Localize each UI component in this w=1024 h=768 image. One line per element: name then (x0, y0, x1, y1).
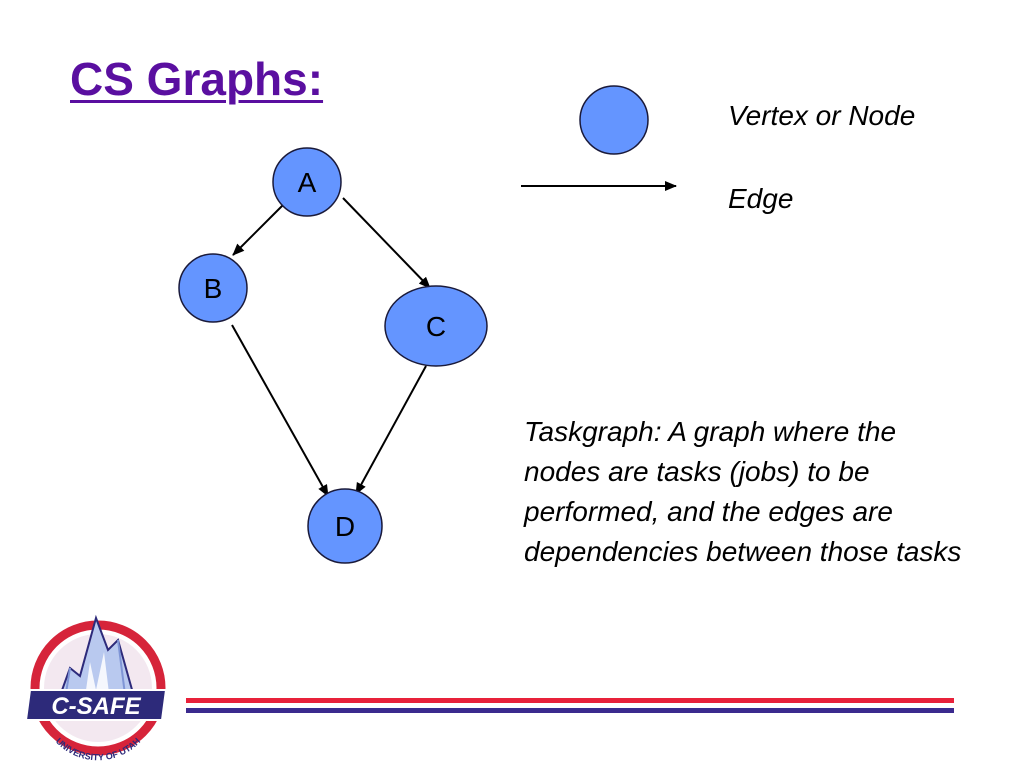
graph-edges (231, 197, 431, 497)
node-d-circle (307, 488, 383, 564)
edge-a-to-c (342, 197, 431, 289)
node-c-label: C (426, 311, 446, 342)
legend-edge-label: Edge (728, 183, 794, 214)
csafe-logo-banner: C-SAFE (24, 689, 168, 721)
csafe-logo-emblem (30, 614, 166, 756)
taskgraph-caption: Taskgraph: A graph where the nodes are t… (524, 416, 962, 567)
node-d: D (307, 488, 383, 564)
node-c: C (384, 285, 488, 367)
node-a-label: A (298, 167, 317, 198)
slide-title: CS Graphs: (70, 53, 324, 105)
csafe-logo-wordmark: C-SAFE (51, 693, 141, 720)
graph-nodes: A B C D (178, 147, 488, 564)
edge-c-to-d (355, 365, 427, 495)
node-c-circle (384, 285, 488, 367)
edge-a-to-b (232, 204, 284, 256)
node-a-circle (272, 147, 342, 217)
legend-vertex-circle (579, 85, 649, 155)
node-b: B (178, 253, 248, 323)
node-b-circle (178, 253, 248, 323)
node-d-label: D (335, 511, 355, 542)
footer-rule-red (186, 698, 954, 703)
footer-rule-blue (186, 708, 954, 713)
node-b-label: B (204, 273, 223, 304)
legend-vertex-label: Vertex or Node (728, 100, 916, 131)
edge-b-to-d (231, 324, 329, 497)
node-a: A (272, 147, 342, 217)
